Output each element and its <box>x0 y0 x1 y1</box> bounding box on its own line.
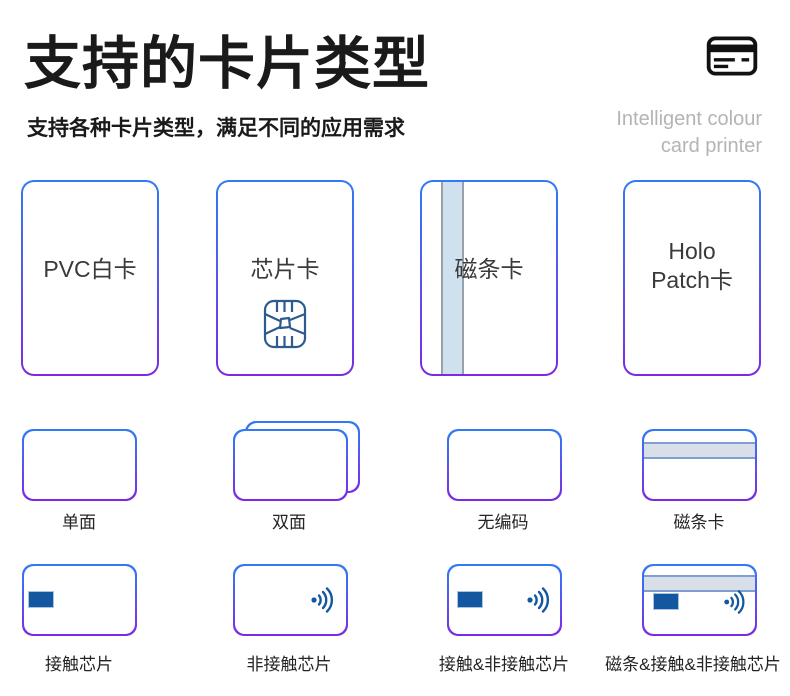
caption-magnetic-stripe: 磁条卡 <box>673 513 725 532</box>
brand-tagline-line1: Intelligent colour <box>616 108 762 130</box>
brand-tagline-line2: card printer <box>660 135 762 157</box>
card-no-encoding <box>447 429 562 501</box>
page-title: 支持的卡片类型 <box>24 32 430 96</box>
card-double-side-front <box>233 429 348 501</box>
contactless-icon <box>310 585 340 620</box>
caption-double-side: 双面 <box>272 513 306 532</box>
card-contactless-chip-face <box>235 566 346 634</box>
card-double-side-front-face <box>235 431 346 499</box>
contact-chip-pad <box>653 593 679 610</box>
card-single-side-face <box>24 431 135 499</box>
card-stripe-contact-contactless <box>642 564 757 636</box>
card-magnetic-stripe-small-face <box>644 431 755 499</box>
card-chip: 芯片卡 <box>216 180 354 376</box>
magnetic-stripe <box>644 575 755 592</box>
vertical-magnetic-stripe <box>441 182 464 374</box>
card-contact-contactless <box>447 564 562 636</box>
caption-no-encoding: 无编码 <box>477 513 529 532</box>
brand-tagline: Intelligent colour card printer <box>616 106 762 160</box>
contact-chip-pad <box>28 591 54 608</box>
card-pvc-white: PVC白卡 <box>21 180 159 376</box>
card-holo-patch-face: Holo Patch卡 <box>625 182 759 374</box>
card-contact-contactless-face <box>449 566 560 634</box>
card-no-encoding-face <box>449 431 560 499</box>
credit-card-icon <box>706 36 758 81</box>
caption-contactless-chip: 非接触芯片 <box>246 655 332 674</box>
card-single-side <box>22 429 137 501</box>
card-pvc-white-face: PVC白卡 <box>23 182 157 374</box>
caption-contact-chip: 接触芯片 <box>45 655 113 674</box>
card-label: 芯片卡 <box>250 256 320 282</box>
card-contactless-chip <box>233 564 348 636</box>
contactless-icon <box>526 585 556 620</box>
magnetic-stripe <box>644 442 755 459</box>
caption-stripe-contact-contactless: 磁条&接触&非接触芯片 <box>605 655 781 674</box>
card-magnetic-stripe-face: 磁条卡 <box>422 182 556 374</box>
card-label-text: Holo Patch卡 <box>651 238 733 293</box>
card-chip-face: 芯片卡 <box>218 182 352 374</box>
card-contact-chip <box>22 564 137 636</box>
contactless-icon <box>723 588 751 621</box>
page-subtitle: 支持各种卡片类型，满足不同的应用需求 <box>27 117 405 140</box>
card-contact-chip-face <box>24 566 135 634</box>
card-label: Holo Patch卡 <box>625 237 759 295</box>
card-magnetic-stripe-small <box>642 429 757 501</box>
caption-contact-contactless: 接触&非接触芯片 <box>438 655 570 674</box>
card-magnetic-stripe: 磁条卡 <box>420 180 558 376</box>
card-stripe-contact-contactless-face <box>644 566 755 634</box>
card-holo-patch: Holo Patch卡 <box>623 180 761 376</box>
contact-chip-pad <box>457 591 483 608</box>
caption-single-side: 单面 <box>62 513 96 532</box>
card-label: 磁条卡 <box>454 256 524 282</box>
card-label: PVC白卡 <box>43 256 137 282</box>
chip-contact-icon <box>263 299 307 354</box>
